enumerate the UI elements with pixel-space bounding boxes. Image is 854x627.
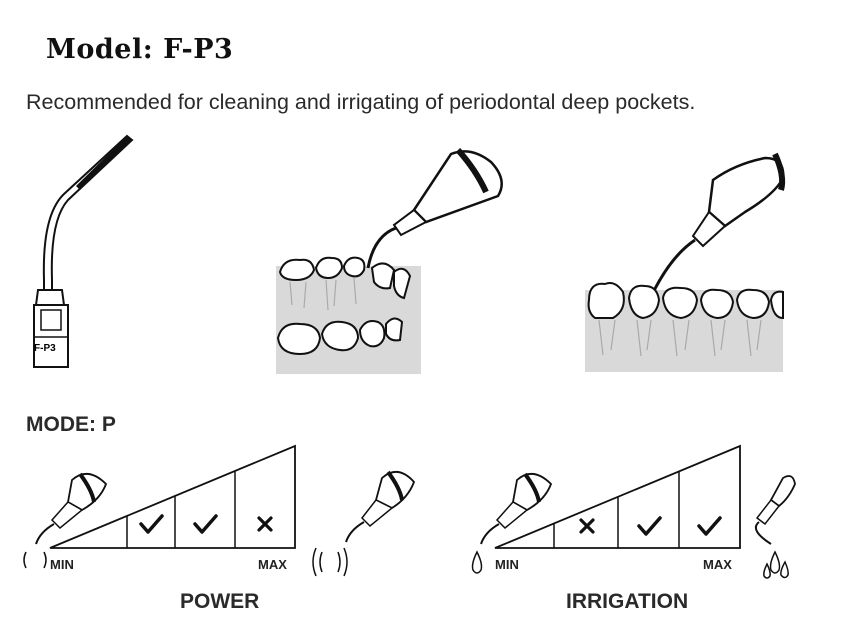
mode-heading: MODE: P	[26, 413, 116, 436]
dental-arch-illustration	[276, 147, 503, 374]
water-drops-high-icon	[763, 550, 789, 579]
cross-icon	[257, 516, 273, 532]
check-icon	[193, 514, 218, 534]
vibration-low-icon	[23, 551, 47, 569]
irrigation-title: IRRIGATION	[566, 590, 689, 613]
irrigation-level-chart	[471, 444, 796, 579]
cross-icon	[579, 518, 595, 534]
handpiece-left-icon	[35, 472, 108, 545]
scaler-tip-illustration: F-P3	[33, 134, 134, 368]
vibration-high-icon	[312, 547, 348, 577]
power-title: POWER	[180, 590, 260, 613]
handpiece-left-icon	[480, 472, 553, 545]
power-min-label: MIN	[50, 557, 74, 572]
check-icon	[637, 516, 662, 536]
water-drop-low-icon	[471, 550, 483, 574]
handpiece-right-icon	[755, 475, 796, 545]
power-level-chart	[23, 444, 416, 577]
power-max-label: MAX	[258, 557, 287, 572]
irrigation-max-label: MAX	[703, 557, 732, 572]
check-icon	[139, 514, 164, 534]
check-icon	[697, 516, 722, 536]
handpiece-right-icon	[345, 470, 416, 543]
periodontal-pocket-illustration	[585, 152, 786, 372]
model-title: Model: F-P3	[46, 34, 234, 65]
irrigation-min-label: MIN	[495, 557, 519, 572]
tip-label: F-P3	[34, 343, 56, 354]
description-text: Recommended for cleaning and irrigating …	[26, 90, 696, 114]
